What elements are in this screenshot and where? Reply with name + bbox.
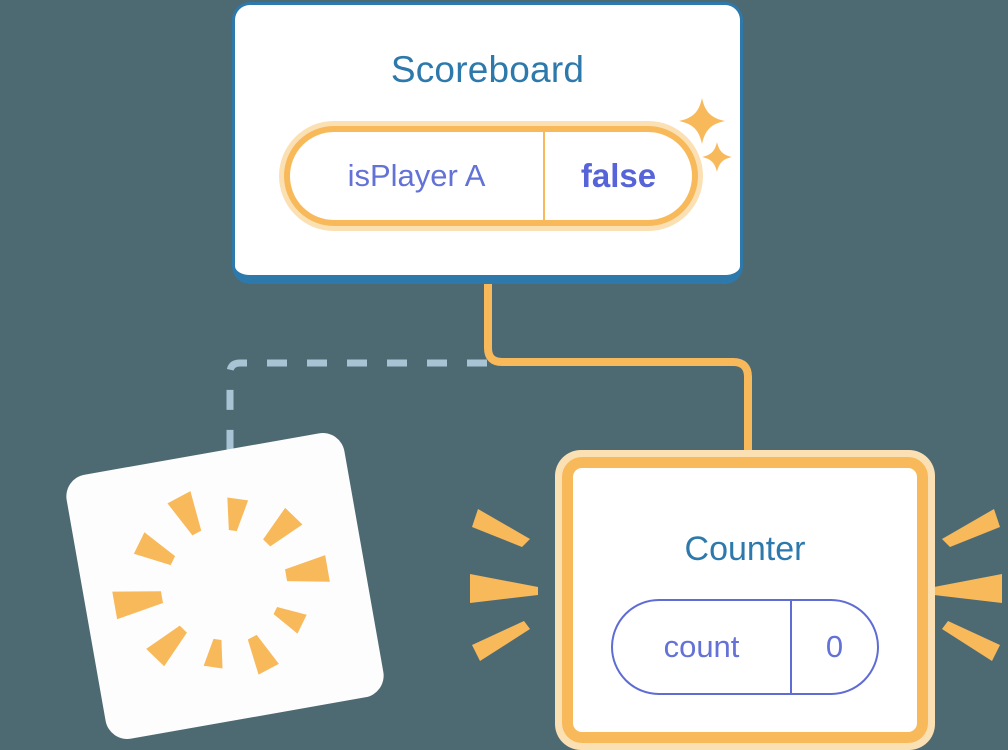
connector-solid-to-counter (484, 282, 752, 470)
prop-pill-body[interactable]: isPlayer A false (284, 126, 698, 226)
prop-pill-value: false (580, 157, 657, 194)
scoreboard-prop-pill[interactable]: isPlayer A false (279, 121, 703, 231)
counter-title: Counter (684, 530, 806, 568)
counter-card-body[interactable]: Counter count 0 (562, 457, 928, 743)
scoreboard-title: Scoreboard (390, 49, 585, 90)
sparkle-small-icon (702, 142, 732, 172)
sparkle-large-icon (679, 98, 725, 144)
connector-dashed-to-placeholder (226, 284, 492, 470)
state-pill-value: 0 (825, 629, 844, 664)
placeholder-burst-icon (112, 491, 330, 675)
counter-state-pill[interactable]: count 0 (611, 599, 879, 695)
counter-burst-right-icon (934, 509, 1002, 661)
state-pill-key: count (613, 601, 792, 693)
prop-pill-key: isPlayer A (290, 132, 545, 220)
counter-burst-left-icon (470, 509, 538, 661)
scoreboard-card[interactable]: Scoreboard isPlayer A false (232, 2, 743, 284)
placeholder-card[interactable] (62, 429, 388, 743)
counter-card[interactable]: Counter count 0 (555, 450, 935, 750)
